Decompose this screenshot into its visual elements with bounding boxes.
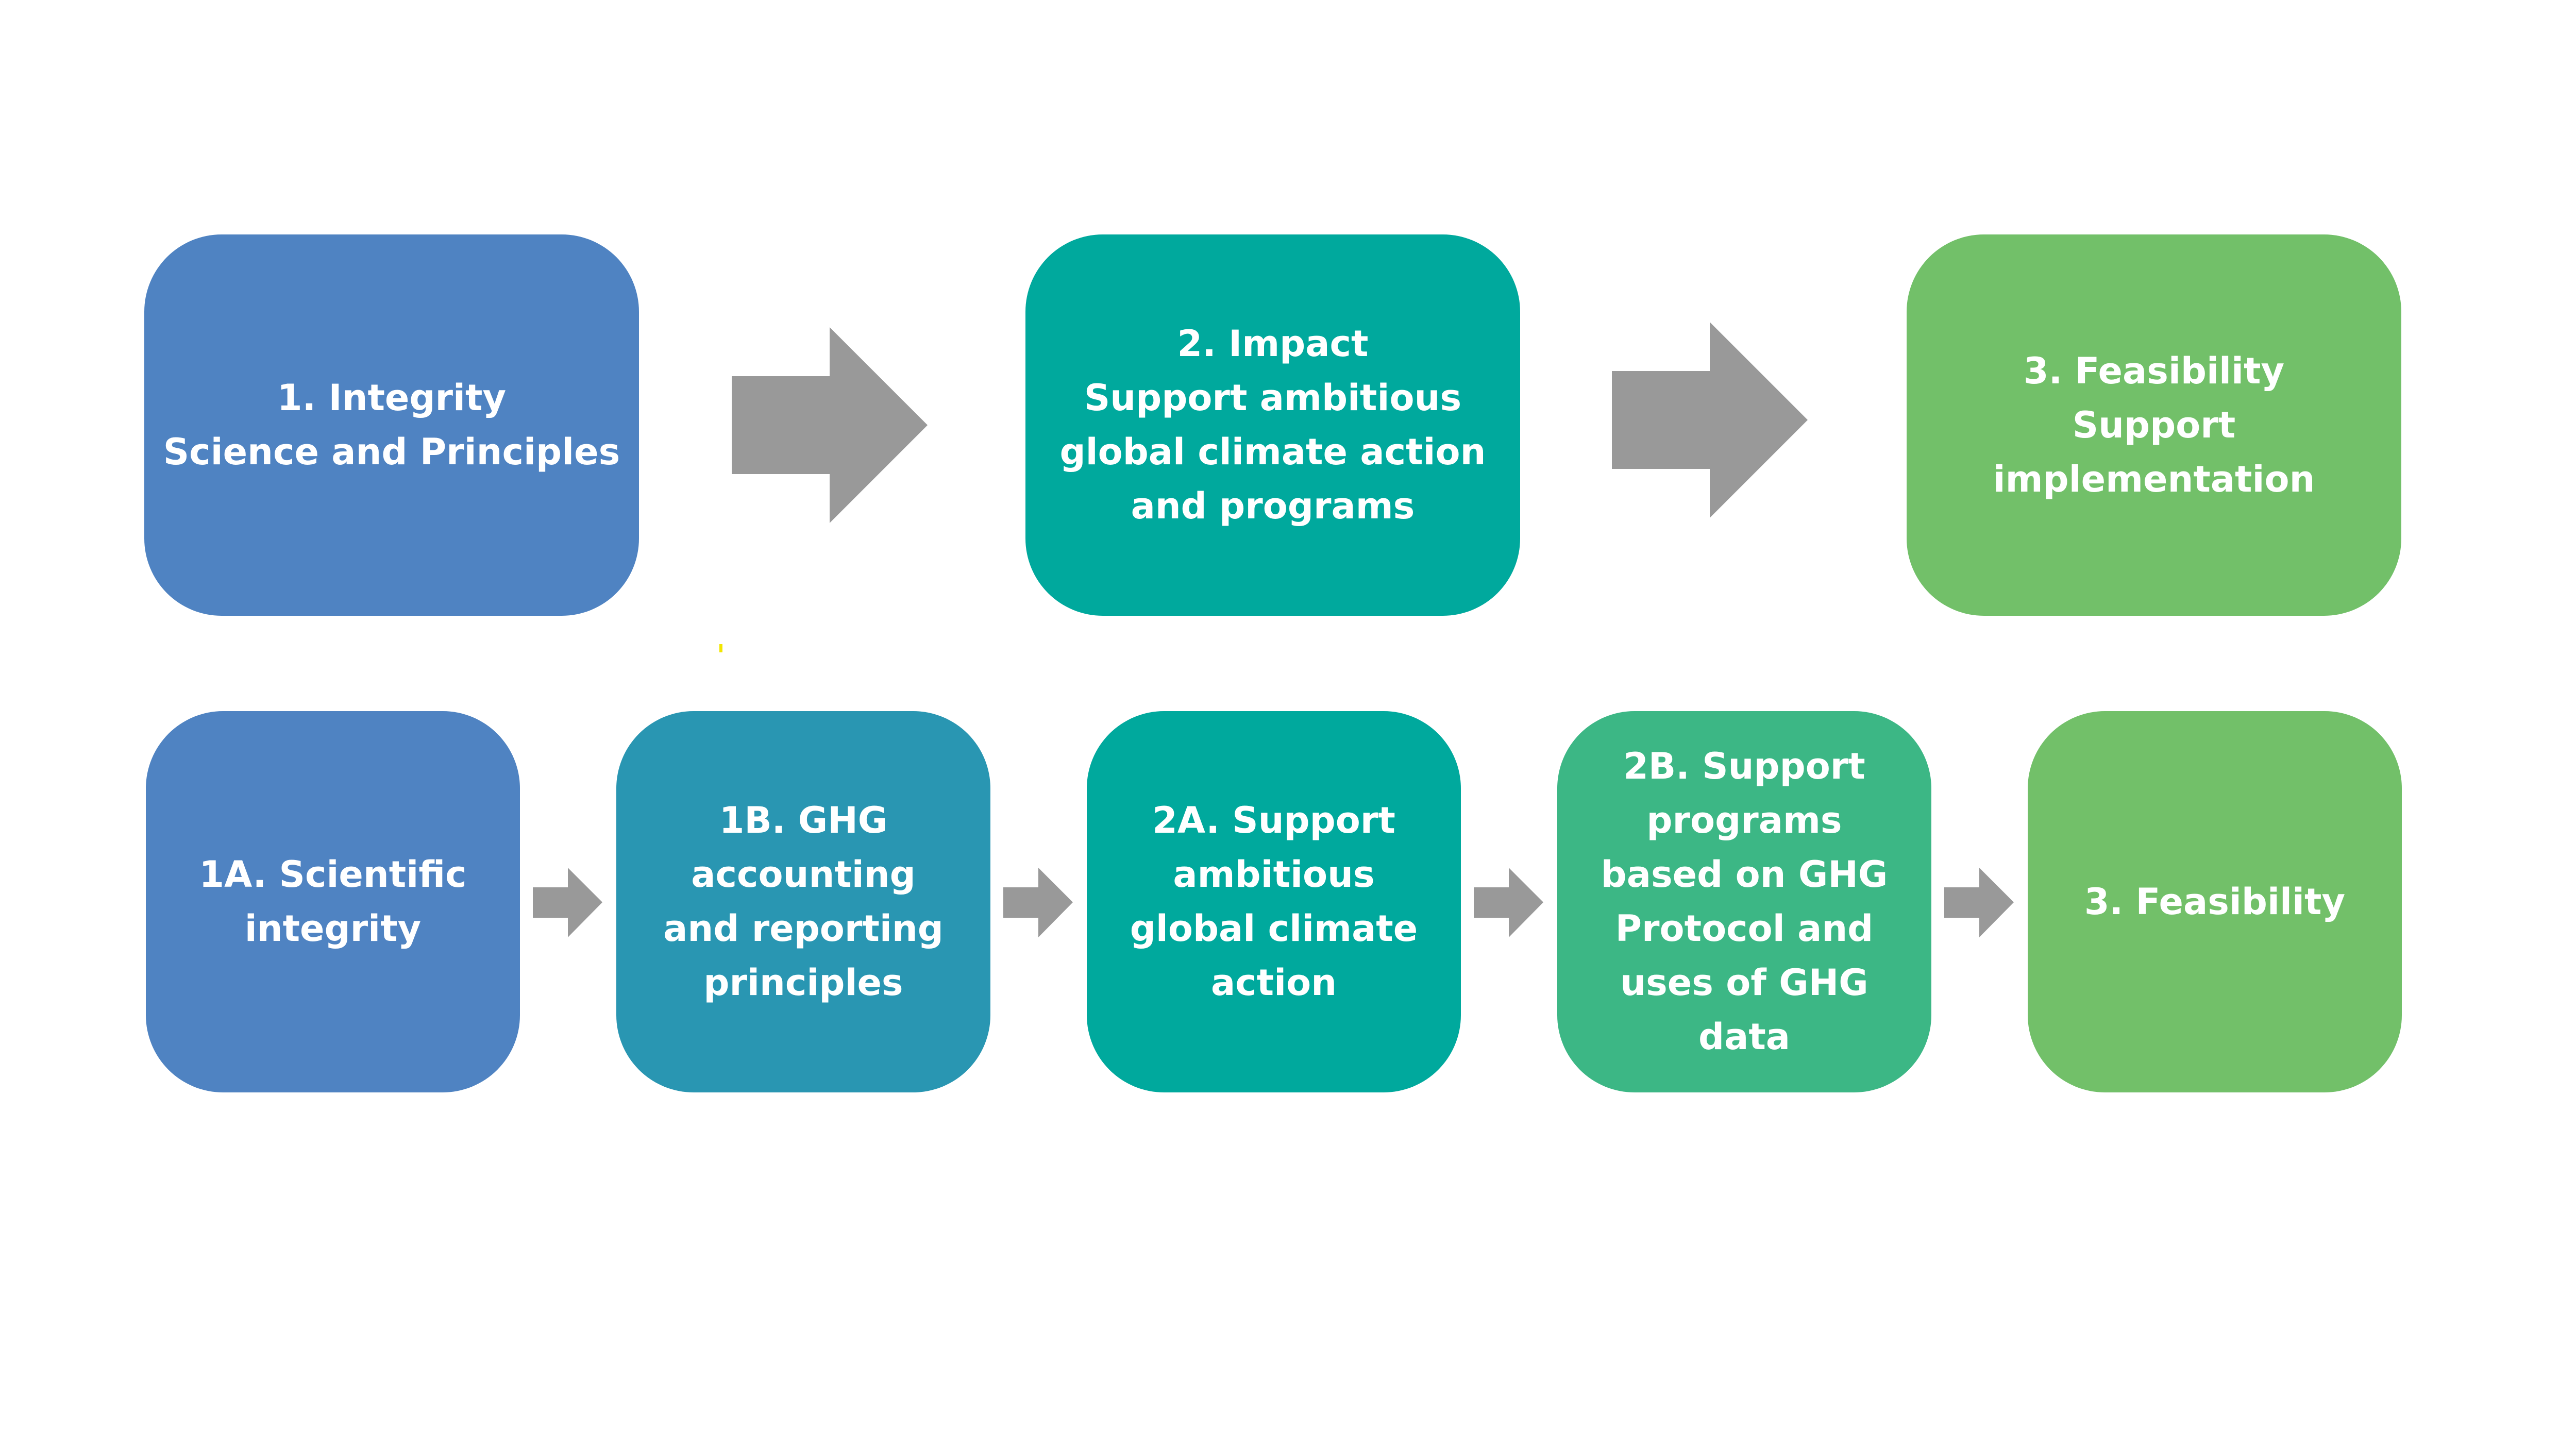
box-1b-label: 1B. GHG accounting and reporting princip… (663, 799, 944, 1004)
stray-marker (719, 644, 722, 652)
box-3-feasibility: 3. Feasibility (2028, 711, 2402, 1092)
box-1a-label: 1A. Scientific integrity (199, 853, 467, 950)
box-3-label: 3. Feasibility (2084, 880, 2346, 923)
right-arrow-icon (1474, 868, 1543, 937)
box-2b-support-programs: 2B. Support programs based on GHG Protoc… (1557, 711, 1931, 1092)
right-arrow-icon (1612, 322, 1808, 518)
right-arrow-icon (1944, 868, 2014, 937)
right-arrow-icon (732, 327, 928, 523)
box-2b-label: 2B. Support programs based on GHG Protoc… (1601, 745, 1888, 1058)
box-1a-scientific-integrity: 1A. Scientific integrity (146, 711, 520, 1092)
box-impact-label: 2. Impact Support ambitious global clima… (1059, 323, 1486, 527)
right-arrow-icon (1003, 868, 1073, 937)
box-2a-support-action: 2A. Support ambitious global climate act… (1087, 711, 1461, 1092)
box-1b-ghg-accounting: 1B. GHG accounting and reporting princip… (616, 711, 990, 1092)
box-2a-label: 2A. Support ambitious global climate act… (1130, 799, 1418, 1004)
box-feasibility: 3. Feasibility Support implementation (1907, 234, 2401, 616)
box-integrity: 1. Integrity Science and Principles (144, 234, 639, 616)
box-feasibility-label: 3. Feasibility Support implementation (1993, 349, 2315, 500)
box-integrity-label: 1. Integrity Science and Principles (163, 377, 620, 473)
right-arrow-icon (533, 868, 602, 937)
box-impact: 2. Impact Support ambitious global clima… (1025, 234, 1520, 616)
